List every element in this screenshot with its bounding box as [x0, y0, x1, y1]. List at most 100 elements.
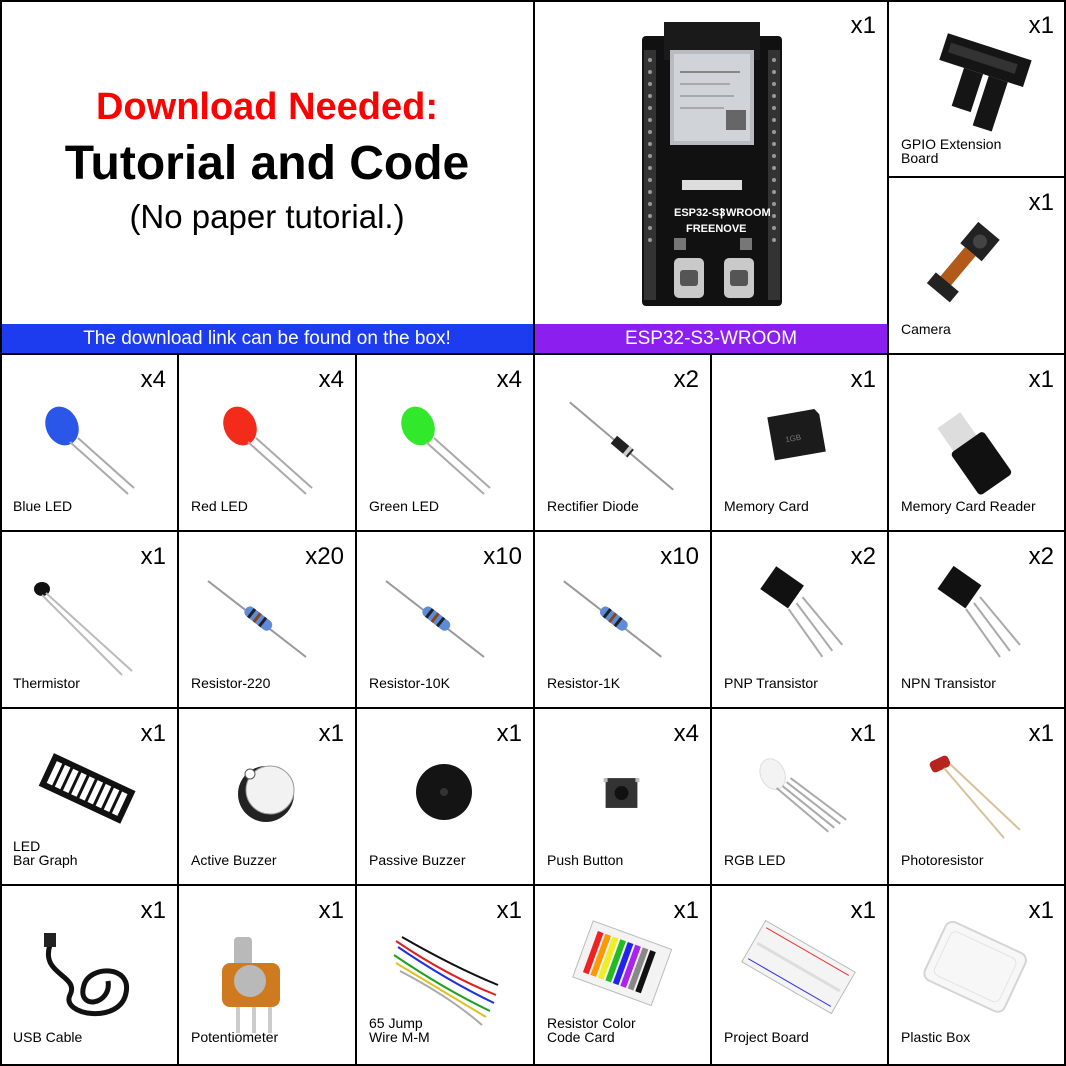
photoresistor-icon [929, 755, 1021, 839]
resistor-label: Resistor-220 [191, 675, 271, 691]
diode-icon [569, 401, 674, 491]
thermistor-label: Thermistor [13, 675, 80, 691]
red-led-icon [223, 406, 313, 495]
divider [0, 0, 2, 1066]
resistor-label: Resistor-1K [547, 675, 621, 691]
transistor-icon [760, 566, 844, 658]
photoresistor-label: Photoresistor [901, 852, 984, 868]
plastic-box-icon [923, 920, 1027, 1013]
resistor-label: Resistor-10K [369, 675, 450, 691]
resistor-qty: x20 [305, 543, 344, 570]
green-led-icon [401, 406, 491, 495]
divider [1064, 0, 1066, 1066]
transistor-icon [937, 565, 1021, 658]
camera-cell: x1 Camera [888, 177, 1066, 354]
gpio-extension-board-icon [939, 33, 1032, 132]
divider [888, 176, 1066, 178]
usb-cable-icon [44, 933, 129, 1017]
plastic-box-qty: x1 [1028, 897, 1054, 924]
svg-text:WROOM: WROOM [726, 207, 771, 219]
usb-cable-label: USB Cable [13, 1029, 83, 1045]
divider [533, 354, 535, 1066]
resistor-qty: x10 [483, 543, 522, 570]
passive-buzzer-icon [416, 764, 472, 820]
divider [887, 0, 889, 1066]
color-code-card-qty: x1 [673, 897, 699, 924]
divider [177, 354, 179, 1066]
divider [710, 354, 712, 1066]
rgb-led-icon [759, 758, 847, 833]
divider [355, 354, 357, 1066]
transistor-label: PNP Transistor [724, 675, 818, 691]
card-reader-label: Memory Card Reader [901, 498, 1036, 514]
header-panel: Download Needed: Tutorial and Code (No p… [0, 0, 534, 323]
transistor-qty: x2 [850, 543, 876, 570]
red-led-label: Red LED [191, 498, 248, 514]
diode-qty: x2 [673, 366, 699, 393]
svg-text:|: | [720, 207, 723, 219]
resistor-icon [563, 580, 662, 658]
thermistor-qty: x1 [140, 543, 166, 570]
jumper-wires-icon [393, 932, 501, 1026]
photoresistor-qty: x1 [1028, 720, 1054, 747]
plastic-box-label: Plastic Box [901, 1029, 971, 1045]
camera-icon [926, 221, 1000, 303]
thermistor-icon [34, 582, 133, 676]
jumper-wires-label: 65 Jump Wire M-M [369, 1015, 430, 1045]
breadboard-icon [741, 919, 856, 1015]
led-bar-graph-icon [38, 753, 136, 824]
tutorial-and-code-title: Tutorial and Code [64, 137, 470, 190]
passive-buzzer-qty: x1 [496, 720, 522, 747]
memory-card-qty: x1 [850, 366, 876, 393]
transistor-label: NPN Transistor [901, 675, 996, 691]
active-buzzer-icon [238, 765, 295, 822]
gpio-extension-qty: x1 [1028, 12, 1054, 39]
led-bar-graph-label: LED Bar Graph [13, 838, 78, 868]
divider [0, 1064, 1066, 1066]
card-reader-icon [937, 412, 1012, 495]
memory-card-icon: 1GB [767, 409, 826, 461]
blue-led-qty: x4 [140, 366, 166, 393]
green-led-label: Green LED [369, 498, 440, 514]
download-link-banner: The download link can be found on the bo… [0, 324, 534, 354]
green-led-qty: x4 [496, 366, 522, 393]
resistor-qty: x10 [660, 543, 699, 570]
color-code-card-label: Resistor Color Code Card [547, 1015, 636, 1045]
esp32-board-banner: ESP32-S3-WROOM [534, 324, 888, 354]
camera-label: Camera [901, 321, 951, 337]
jumper-wires-qty: x1 [496, 897, 522, 924]
svg-text:ESP32-S3: ESP32-S3 [674, 207, 725, 219]
memory-card-label: Memory Card [724, 498, 809, 514]
push-button-qty: x4 [673, 720, 699, 747]
diode-label: Rectifier Diode [547, 498, 639, 514]
no-paper-tutorial-note: (No paper tutorial.) [129, 198, 405, 235]
camera-qty: x1 [1028, 189, 1054, 216]
blue-led-icon [45, 406, 135, 495]
active-buzzer-qty: x1 [318, 720, 344, 747]
esp32-board-cell: x1 ESP32-S3 | WROOM F [534, 0, 888, 323]
card-reader-qty: x1 [1028, 366, 1054, 393]
breadboard-label: Project Board [724, 1029, 809, 1045]
svg-text:1GB: 1GB [785, 433, 802, 445]
svg-text:FREENOVE: FREENOVE [686, 223, 747, 235]
breadboard-qty: x1 [850, 897, 876, 924]
